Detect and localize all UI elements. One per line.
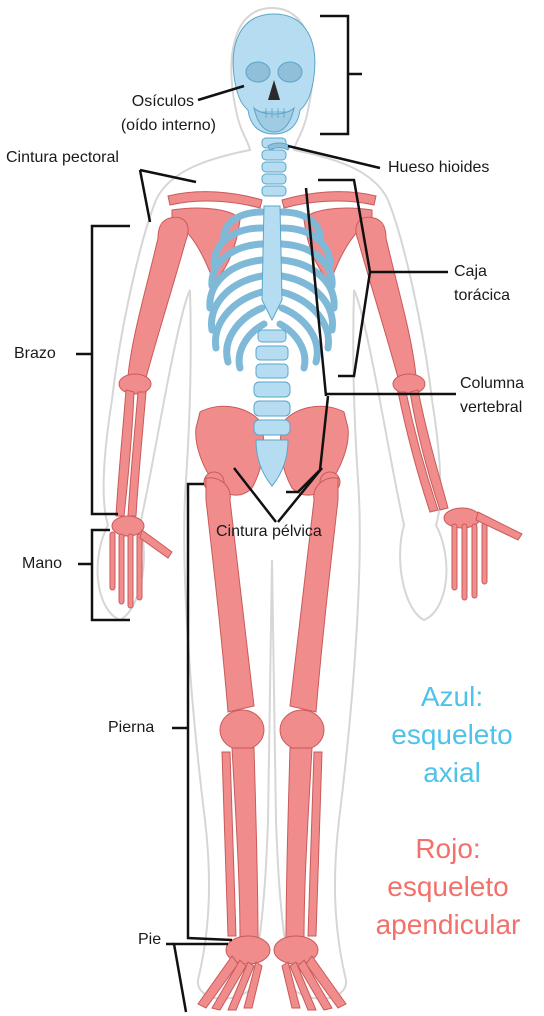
left-femur <box>205 477 255 713</box>
sternum <box>261 205 283 322</box>
right-orbit <box>277 61 303 83</box>
label-hueso-hioides: Hueso hioides <box>388 159 490 176</box>
label-caja-toracica-2: torácica <box>454 287 511 304</box>
arm-bracket <box>90 224 130 516</box>
teeth <box>262 108 286 118</box>
body-outline <box>96 6 448 1000</box>
label-columna-vertebral-2: vertebral <box>460 399 523 416</box>
right-hand <box>443 507 523 601</box>
left-fibula <box>221 751 237 937</box>
label-oido-interno: (oído interno) <box>120 117 216 134</box>
right-fibula <box>307 751 323 937</box>
left-hand <box>109 515 173 609</box>
right-femur <box>289 477 339 713</box>
label-pie: Pie <box>138 931 162 948</box>
label-brazo: Brazo <box>14 345 56 362</box>
right-tibia <box>285 747 313 941</box>
right-patella <box>279 709 325 751</box>
skull-bracket <box>320 14 350 136</box>
annotation-lines <box>76 14 456 1013</box>
lumbar-vertebrae <box>253 329 291 436</box>
legend-appendicular: Rojo: esqueleto apendicular <box>375 833 521 940</box>
legend-axial: Azul: esqueleto axial <box>391 681 513 788</box>
label-osiculos: Osículos <box>131 93 194 110</box>
label-caja-toracica-1: Caja <box>454 263 487 280</box>
appendicular-skeleton <box>109 191 523 1011</box>
label-cintura-pelvica: Cintura pélvica <box>216 523 322 540</box>
axial-skeleton <box>206 13 338 487</box>
skull <box>232 13 316 135</box>
label-cintura-pectoral: Cintura pectoral <box>6 149 119 166</box>
left-humerus <box>127 216 189 379</box>
left-orbit <box>245 61 271 83</box>
left-patella <box>219 709 265 751</box>
right-ulna <box>397 391 439 513</box>
left-clavicle <box>167 191 263 209</box>
left-ulna <box>127 391 147 517</box>
hyoid-bone <box>267 142 291 151</box>
right-clavicle <box>281 191 377 209</box>
label-columna-vertebral-1: Columna <box>460 375 525 392</box>
left-foot <box>197 935 271 1011</box>
right-radius <box>409 389 449 511</box>
nasal-cavity <box>268 80 280 100</box>
label-pierna: Pierna <box>108 719 155 736</box>
hand-bracket <box>90 528 130 622</box>
right-foot <box>273 935 347 1011</box>
left-tibia <box>231 747 259 941</box>
rib-cage <box>206 208 338 372</box>
label-mano: Mano <box>22 555 63 572</box>
leg-bracket <box>186 482 233 942</box>
sacrum <box>255 439 289 487</box>
